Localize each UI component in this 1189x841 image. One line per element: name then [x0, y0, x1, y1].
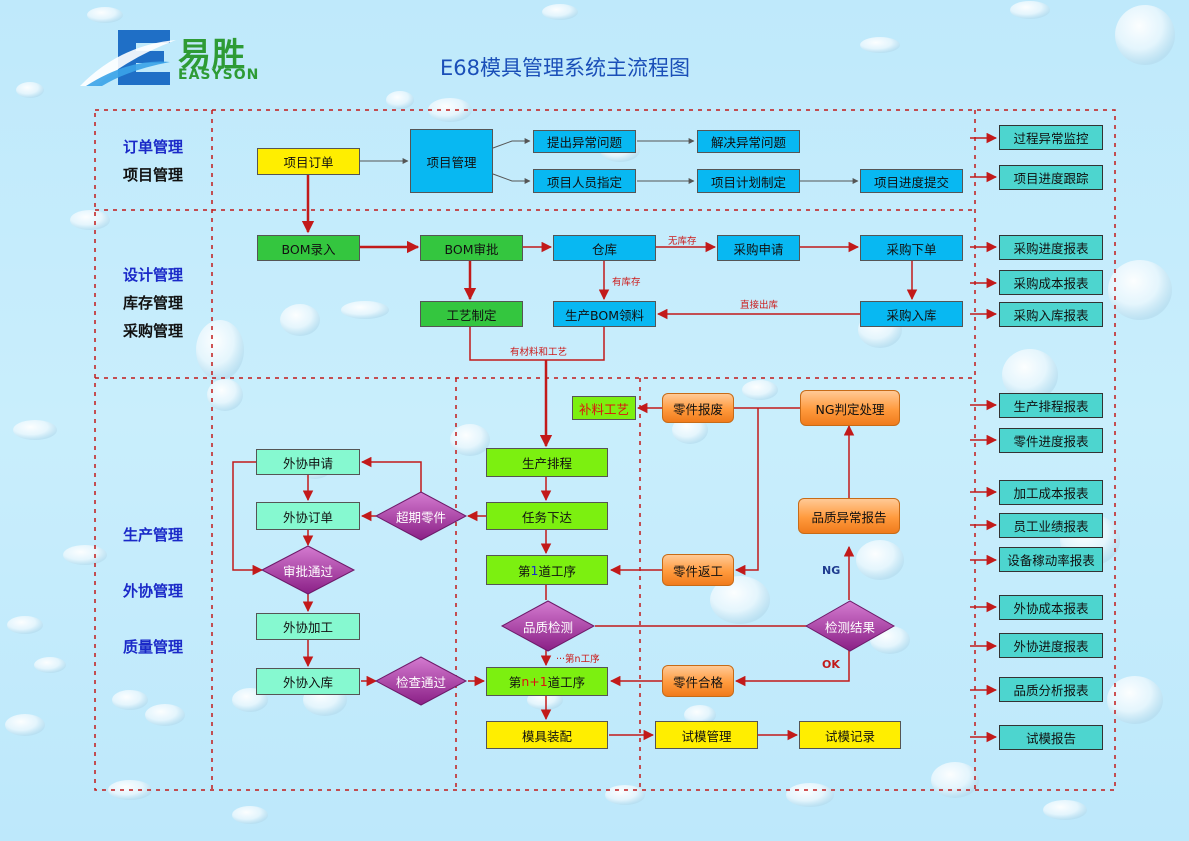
node-solve-issue[interactable]: 解决异常问题: [697, 130, 800, 153]
approval-pass-diamond: [260, 545, 356, 595]
check-result-diamond: [804, 600, 896, 652]
node-warehouse[interactable]: 仓库: [553, 235, 656, 261]
report-process-cost[interactable]: 加工成本报表: [999, 480, 1103, 505]
report-process-exception[interactable]: 过程异常监控: [999, 125, 1103, 150]
edge-label-no-stock: 无库存: [668, 236, 697, 247]
node-part-scrap[interactable]: 零件报废: [662, 393, 734, 423]
report-equipment-util[interactable]: 设备稼动率报表: [999, 547, 1103, 572]
category-purchase-mgmt: 采购管理: [123, 322, 184, 340]
edge-label-material-process: 有材料和工艺: [510, 347, 568, 358]
report-project-progress[interactable]: 项目进度跟踪: [999, 165, 1103, 190]
node-progress-submit[interactable]: 项目进度提交: [860, 169, 963, 193]
node-bom-entry[interactable]: BOM录入: [257, 235, 360, 261]
report-quality-analysis[interactable]: 品质分析报表: [999, 677, 1103, 702]
category-outsource-mgmt: 外协管理: [123, 582, 184, 600]
diamond-overdue-part[interactable]: 超期零件: [395, 509, 446, 525]
report-purchase-progress[interactable]: 采购进度报表: [999, 235, 1103, 260]
category-order-mgmt: 订单管理: [123, 138, 184, 156]
node-ng-handle[interactable]: NG判定处理: [800, 390, 900, 426]
edge-label-has-stock: 有库存: [612, 277, 641, 288]
logo-mark: [80, 30, 176, 86]
node-trial-record[interactable]: 试模记录: [799, 721, 901, 749]
category-project-mgmt: 项目管理: [123, 166, 184, 184]
edge-label-ok: OK: [822, 658, 840, 671]
node-purchase-in[interactable]: 采购入库: [860, 301, 963, 327]
node-part-pass[interactable]: 零件合格: [662, 665, 734, 697]
node-plan-make[interactable]: 项目计划制定: [697, 169, 800, 193]
node-assign-staff[interactable]: 项目人员指定: [533, 169, 636, 193]
category-quality-mgmt: 质量管理: [123, 638, 184, 656]
node-purchase-request[interactable]: 采购申请: [717, 235, 800, 261]
category-production-mgmt: 生产管理: [123, 526, 184, 544]
report-purchase-in[interactable]: 采购入库报表: [999, 302, 1103, 327]
node-supplement-process[interactable]: 补料工艺: [572, 396, 636, 420]
node-project-order[interactable]: 项目订单: [257, 148, 360, 175]
category-design-mgmt: 设计管理: [123, 266, 184, 284]
inspect-pass-diamond: [374, 656, 468, 706]
node-purchase-order[interactable]: 采购下单: [860, 235, 963, 261]
node-trial-mgmt[interactable]: 试模管理: [655, 721, 758, 749]
edge-label-nth: ···第n工序: [556, 654, 600, 665]
page-title: E68模具管理系统主流程图: [440, 56, 690, 80]
logo-english: EASYSON: [178, 67, 260, 83]
node-part-rework[interactable]: 零件返工: [662, 554, 734, 586]
category-inventory-mgmt: 库存管理: [123, 294, 184, 312]
report-part-progress[interactable]: 零件进度报表: [999, 428, 1103, 453]
node-quality-report[interactable]: 品质异常报告: [798, 498, 900, 534]
report-trial-mold[interactable]: 试模报告: [999, 725, 1103, 750]
report-outsource-cost[interactable]: 外协成本报表: [999, 595, 1103, 620]
node-mold-assembly[interactable]: 模具装配: [486, 721, 608, 749]
report-prod-schedule[interactable]: 生产排程报表: [999, 393, 1103, 418]
node-bom-material[interactable]: 生产BOM领料: [553, 301, 656, 327]
node-outsource-apply[interactable]: 外协申请: [256, 449, 360, 475]
report-outsource-progress[interactable]: 外协进度报表: [999, 633, 1103, 658]
overdue-part-diamond: [374, 491, 468, 541]
node-raise-issue[interactable]: 提出异常问题: [533, 130, 636, 153]
quality-check-diamond: [500, 600, 596, 652]
logo-chinese: 易胜: [178, 35, 246, 74]
node-prod-schedule[interactable]: 生产排程: [486, 448, 608, 477]
node-process-make[interactable]: 工艺制定: [420, 301, 523, 327]
diamond-inspect-pass[interactable]: 检查通过: [395, 674, 446, 690]
node-bom-approve[interactable]: BOM审批: [420, 235, 523, 261]
edge-label-direct-out: 直接出库: [740, 300, 779, 311]
node-outsource-order[interactable]: 外协订单: [256, 502, 360, 530]
report-purchase-cost[interactable]: 采购成本报表: [999, 270, 1103, 295]
report-employee-perf[interactable]: 员工业绩报表: [999, 513, 1103, 538]
node-task-issue[interactable]: 任务下达: [486, 502, 608, 530]
node-project-mgmt[interactable]: 项目管理: [410, 129, 493, 193]
edge-label-ng: NG: [822, 564, 841, 577]
node-outsource-in[interactable]: 外协入库: [256, 668, 360, 695]
node-outsource-process[interactable]: 外协加工: [256, 613, 360, 640]
diamond-quality-check[interactable]: 品质检测: [522, 619, 573, 635]
diamond-check-result[interactable]: 检测结果: [824, 619, 875, 635]
diamond-approval-pass[interactable]: 审批通过: [282, 563, 333, 579]
